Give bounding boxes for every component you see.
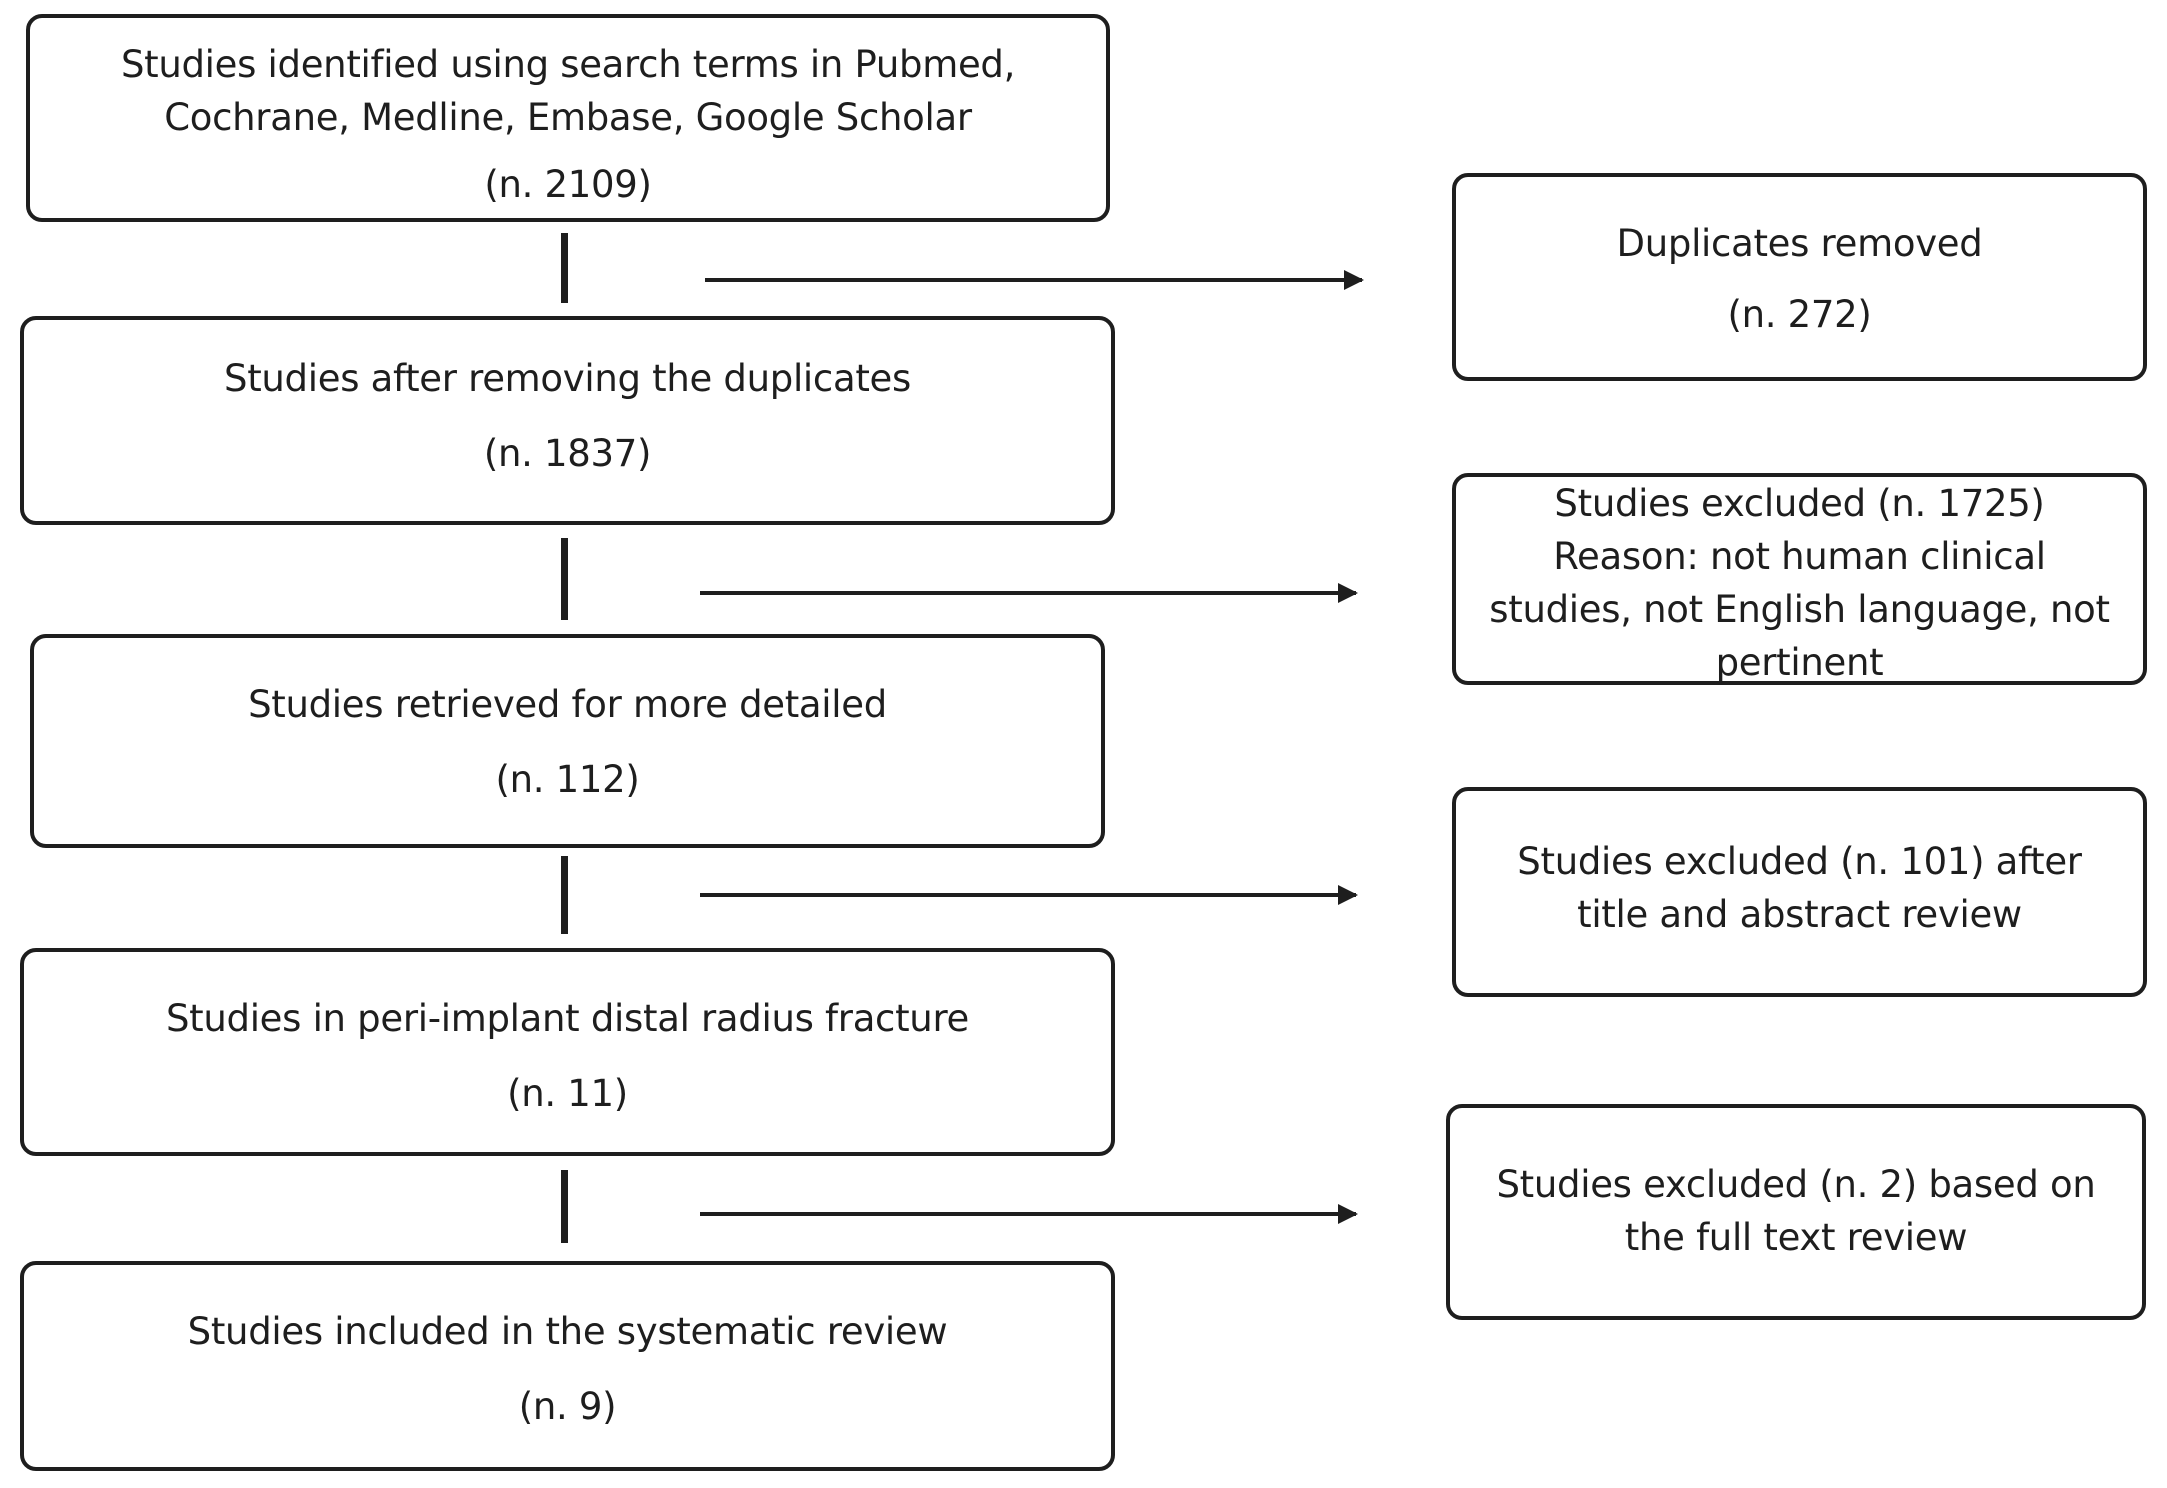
box-identified-text-line2: Cochrane, Medline, Embase, Google Schola… [164, 96, 972, 139]
connector-line-2 [561, 538, 568, 620]
box-excluded-not-pertinent-line3: studies, not English language, not [1489, 588, 2110, 631]
box-duplicates-removed: Duplicates removed (n. 272) [1452, 173, 2147, 381]
box-peri-implant-text: Studies in peri-implant distal radius fr… [165, 997, 970, 1040]
box-retrieved: Studies retrieved for more detailed (n. … [30, 634, 1105, 848]
box-after-duplicates: Studies after removing the duplicates (n… [20, 316, 1115, 525]
box-excluded-full-text: Studies excluded (n. 2) based on the ful… [1446, 1104, 2146, 1320]
box-excluded-full-text-line1: Studies excluded (n. 2) based on [1496, 1163, 2096, 1206]
box-identified-text-line1: Studies identified using search terms in… [120, 43, 1016, 86]
box-included-text: Studies included in the systematic revie… [187, 1310, 948, 1353]
box-excluded-title-abstract-line2: title and abstract review [1577, 893, 2022, 936]
box-after-duplicates-count: (n. 1837) [483, 432, 652, 475]
box-retrieved-count: (n. 112) [495, 758, 640, 801]
box-peri-implant: Studies in peri-implant distal radius fr… [20, 948, 1115, 1156]
box-duplicates-removed-text: Duplicates removed [1616, 222, 1983, 265]
box-excluded-not-pertinent-line4: pertinent [1715, 641, 1884, 684]
box-retrieved-text: Studies retrieved for more detailed [248, 683, 887, 726]
box-duplicates-removed-count: (n. 272) [1727, 293, 1872, 336]
connector-line-4 [561, 1170, 568, 1243]
box-included-count: (n. 9) [518, 1385, 617, 1428]
box-peri-implant-count: (n. 11) [507, 1072, 628, 1115]
box-excluded-title-abstract: Studies excluded (n. 101) after title an… [1452, 787, 2147, 997]
connector-line-3 [561, 856, 568, 934]
box-excluded-not-pertinent-line1: Studies excluded (n. 1725) [1554, 482, 2045, 525]
connector-line-1 [561, 233, 568, 303]
box-excluded-not-pertinent-line2: Reason: not human clinical [1553, 535, 2046, 578]
box-excluded-not-pertinent: Studies excluded (n. 1725) Reason: not h… [1452, 473, 2147, 685]
box-identified-count: (n. 2109) [484, 163, 652, 206]
box-excluded-title-abstract-line1: Studies excluded (n. 101) after [1517, 840, 2082, 883]
box-identified: Studies identified using search terms in… [26, 14, 1110, 222]
box-excluded-full-text-line2: the full text review [1624, 1216, 1968, 1259]
box-after-duplicates-text: Studies after removing the duplicates [224, 357, 911, 400]
box-included: Studies included in the systematic revie… [20, 1261, 1115, 1471]
